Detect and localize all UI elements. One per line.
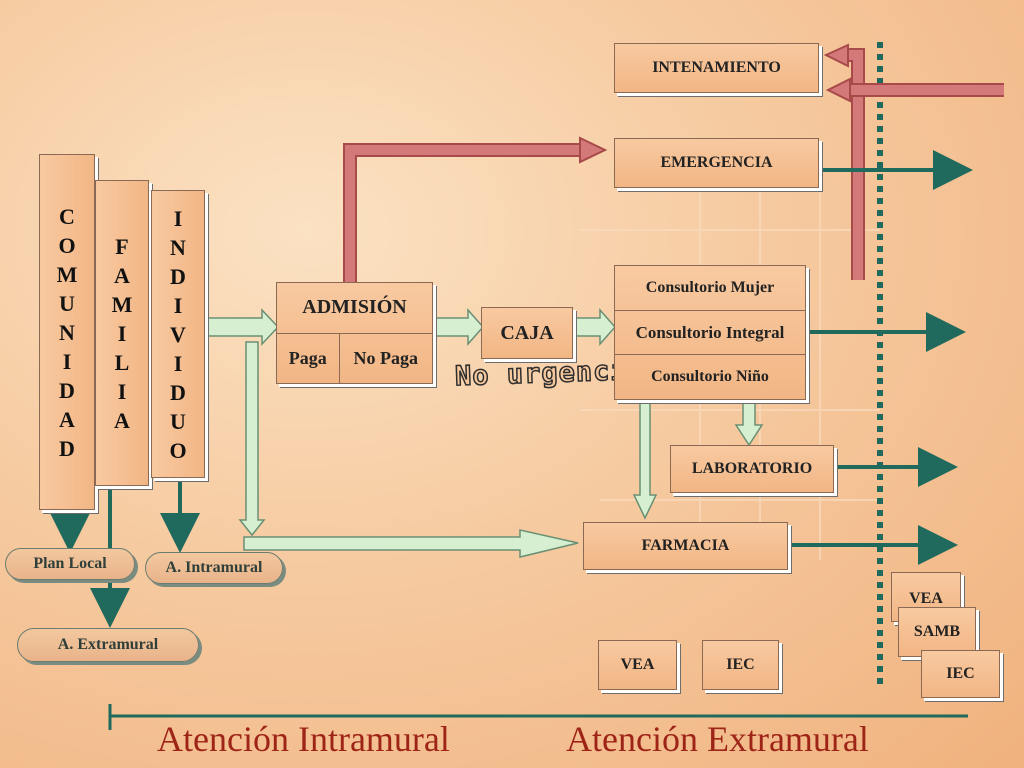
emergencia-box: EMERGENCIA [614, 138, 819, 188]
familia-letter: M [111, 291, 133, 317]
consultorio-integral: Consultorio Integral [615, 309, 805, 356]
admision-box: ADMISIÓN Paga No Paga [276, 282, 433, 384]
comunidad-letter: M [56, 261, 78, 287]
caja-box: CAJA [481, 307, 573, 359]
individuo-letter: D [170, 379, 186, 405]
consultorio-group: Consultorio Mujer Consultorio Integral C… [614, 265, 806, 400]
individuo-letter: I [173, 205, 183, 231]
iec-right-box: IEC [921, 650, 1000, 698]
individuo-letter: I [173, 292, 183, 318]
farmacia-box: FARMACIA [583, 522, 788, 570]
arrow-caja-consultorio [573, 308, 617, 346]
arrow-individuo-admision [204, 308, 280, 346]
comunidad-letter: D [59, 435, 75, 461]
comunidad-letter: C [59, 203, 75, 229]
footer-intramural: Atención Intramural [157, 719, 450, 759]
admision-paga: Paga [277, 333, 340, 383]
arrow-consultorio-laboratorio [734, 401, 764, 447]
admision-no-paga: No Paga [353, 347, 419, 368]
comunidad-letter: O [58, 232, 76, 258]
intramural-pill: A. Intramural [145, 552, 283, 584]
individuo-letter: N [170, 234, 186, 260]
extramural-pill: A. Extramural [17, 628, 199, 662]
vea-right-label: VEA [909, 590, 943, 607]
laboratorio-box: LABORATORIO [670, 445, 834, 493]
comunidad-letter: A [59, 406, 75, 432]
familia-letter: L [114, 349, 130, 375]
arrow-farmacia-in [243, 529, 579, 558]
familia-letter: A [114, 407, 130, 433]
individuo-letter: D [170, 263, 186, 289]
admision-title: ADMISIÓN [277, 283, 432, 334]
internamiento-box: INTENAMIENTO [614, 43, 819, 93]
arrow-admision-caja [433, 308, 485, 346]
consultorio-mujer: Consultorio Mujer [645, 278, 775, 296]
comunidad-letter: I [62, 348, 72, 374]
arrow-consultorio-farmacia [632, 401, 658, 520]
familia-letter: A [114, 262, 130, 288]
comunidad-letter: D [59, 377, 75, 403]
comunidad-letter: U [59, 290, 75, 316]
individuo-letter: U [170, 408, 186, 434]
arrow-admision-emergencia [343, 136, 608, 282]
footer-extramural: Atención Extramural [566, 719, 869, 759]
vea-center-box: VEA [598, 640, 677, 690]
familia-letter: I [117, 378, 127, 404]
plan-local-pill: Plan Local [5, 548, 135, 580]
familia-letter: I [117, 320, 127, 346]
individuo-letter: I [173, 350, 183, 376]
comunidad-letter: N [59, 319, 75, 345]
individuo-letter: O [169, 437, 187, 463]
arrow-right-internamiento [823, 43, 1004, 280]
familia-letter: F [115, 233, 129, 259]
samb-right-box: SAMB [898, 607, 976, 657]
individuo-letter: V [170, 321, 186, 347]
consultorio-nino: Consultorio Niño [651, 368, 769, 386]
iec-center-box: IEC [702, 640, 779, 690]
arrow-admision-down [238, 341, 266, 537]
